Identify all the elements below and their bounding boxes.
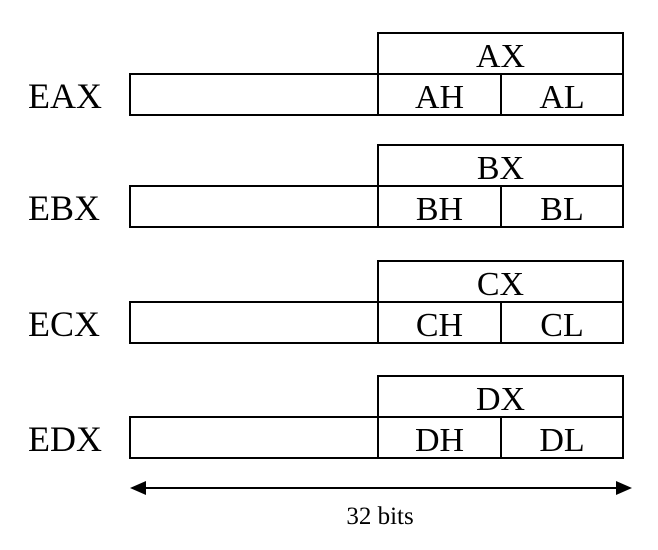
register-group-eax: AX AH AL EAX bbox=[28, 32, 624, 116]
al-byte-box bbox=[500, 73, 624, 116]
ebx-label: EBX bbox=[28, 188, 100, 228]
width-label: 32 bits bbox=[346, 503, 413, 530]
cl-byte-box bbox=[500, 301, 624, 344]
arrow-right-head bbox=[616, 481, 632, 495]
ebx-upper-box bbox=[129, 185, 379, 228]
bl-byte-box bbox=[500, 185, 624, 228]
ecx-upper-box bbox=[129, 301, 379, 344]
edx-upper-box bbox=[129, 416, 379, 459]
ax-word-box bbox=[377, 32, 624, 75]
bl-byte-label: BL bbox=[540, 191, 583, 228]
cl-byte-label: CL bbox=[540, 307, 583, 344]
bx-word-label: BX bbox=[477, 150, 524, 187]
arrow-left-head bbox=[130, 481, 146, 495]
ah-byte-box bbox=[377, 73, 502, 116]
al-byte-label: AL bbox=[539, 79, 584, 116]
edx-label: EDX bbox=[28, 419, 102, 459]
eax-upper-box bbox=[129, 73, 379, 116]
ax-word-label: AX bbox=[476, 38, 525, 75]
bh-byte-label: BH bbox=[416, 191, 463, 228]
bx-word-box bbox=[377, 144, 624, 187]
eax-label: EAX bbox=[28, 76, 102, 116]
register-group-ecx: CX CH CL ECX bbox=[28, 260, 624, 344]
ch-byte-box bbox=[377, 301, 502, 344]
ch-byte-label: CH bbox=[416, 307, 463, 344]
ah-byte-label: AH bbox=[415, 79, 464, 116]
dl-byte-label: DL bbox=[539, 422, 584, 459]
bh-byte-box bbox=[377, 185, 502, 228]
ecx-label: ECX bbox=[28, 304, 100, 344]
register-group-ebx: BX BH BL EBX bbox=[28, 144, 624, 228]
width-arrow bbox=[130, 481, 632, 495]
register-group-edx: DX DH DL EDX bbox=[28, 375, 624, 459]
dx-word-label: DX bbox=[476, 381, 525, 418]
cx-word-label: CX bbox=[477, 266, 524, 303]
dh-byte-label: DH bbox=[415, 422, 464, 459]
dl-byte-box bbox=[500, 416, 624, 459]
dx-word-box bbox=[377, 375, 624, 418]
